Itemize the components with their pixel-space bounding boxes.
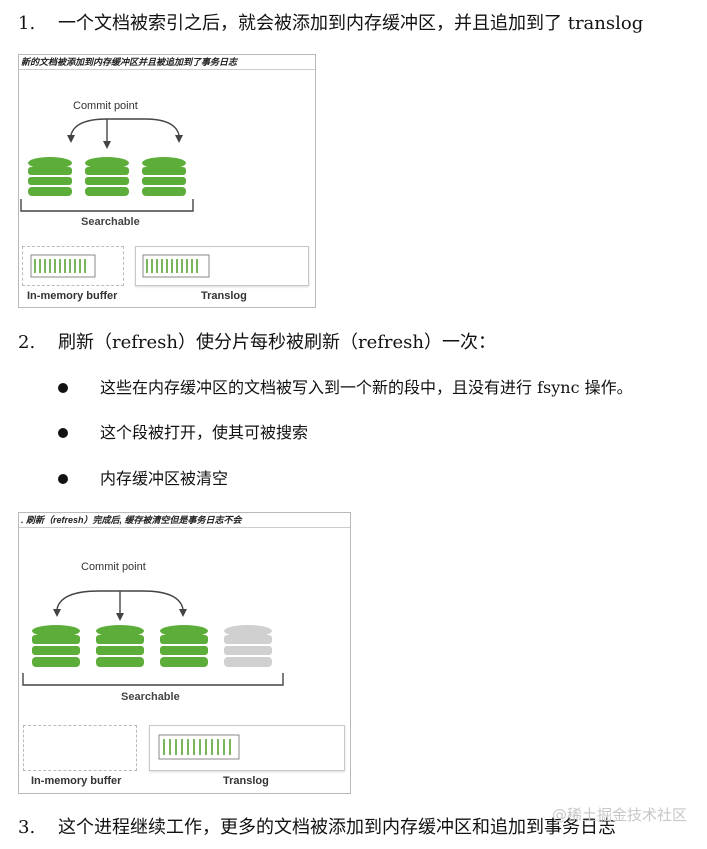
step-text: 这个进程继续工作，更多的文档被添加到内存缓冲区和追加到事务日志 (58, 817, 616, 838)
figure-caption: 新的文档被添加到内存缓冲区并且被追加到了事务日志 (21, 57, 238, 67)
caption-divider (19, 69, 315, 70)
bullet-icon (58, 428, 68, 438)
figure-new-doc-added: 新的文档被添加到内存缓冲区并且被追加到了事务日志 (18, 54, 316, 308)
figure-caption: . 刷新（refresh）完成后, 缓存被清空但是事务日志不会 (21, 515, 242, 525)
searchable-label: Searchable (81, 216, 140, 228)
translog-label: Translog (223, 775, 269, 787)
caption-divider (19, 527, 350, 528)
document-stack-icon (142, 254, 210, 278)
in-memory-buffer-label: In-memory buffer (31, 775, 122, 787)
step-1: 1. 一个文档被索引之后，就会被添加到内存缓冲区，并且追加到了 translog (18, 12, 707, 36)
in-memory-buffer-label: In-memory buffer (27, 290, 118, 302)
step-2: 2. 刷新（refresh）使分片每秒被刷新（refresh）一次： (18, 331, 618, 355)
document-stack-icon (158, 734, 240, 760)
step-number: 3. (18, 817, 36, 838)
translog-label: Translog (201, 290, 247, 302)
segment-icon (160, 625, 208, 667)
bullet-text: 这些在内存缓冲区的文档被写入到一个新的段中，且没有进行 fsync 操作。 (100, 378, 633, 397)
commit-point-label: Commit point (81, 561, 146, 573)
commit-diagram (20, 118, 210, 278)
commit-arrows-icon (56, 590, 184, 615)
searchable-bracket (20, 199, 194, 212)
step-number: 2. (18, 332, 36, 353)
step-3: 3. 这个进程继续工作，更多的文档被添加到内存缓冲区和追加到事务日志 (18, 816, 698, 840)
new-segment-icon (224, 625, 272, 667)
bullet-icon (58, 474, 68, 484)
translog-box (149, 725, 345, 771)
bullet-item: 这些在内存缓冲区的文档被写入到一个新的段中，且没有进行 fsync 操作。 (58, 377, 698, 399)
document-stack-icon (30, 254, 96, 278)
commit-point-label: Commit point (73, 100, 138, 112)
commit-diagram (22, 590, 284, 760)
bullet-item: 这个段被打开，使其可被搜索 (58, 422, 698, 444)
segment-icon (28, 157, 72, 196)
bullet-text: 内存缓冲区被清空 (100, 469, 229, 488)
step-text: 刷新（refresh）使分片每秒被刷新（refresh）一次： (58, 332, 497, 353)
bullet-text: 这个段被打开，使其可被搜索 (100, 423, 309, 442)
bullet-icon (58, 383, 68, 393)
segment-icon (85, 157, 129, 196)
segment-icon (96, 625, 144, 667)
commit-arrows-icon (70, 118, 180, 143)
in-memory-buffer-box (22, 246, 124, 286)
searchable-label: Searchable (121, 691, 180, 703)
step-number: 1. (18, 13, 36, 34)
figure-after-refresh: . 刷新（refresh）完成后, 缓存被清空但是事务日志不会 (18, 512, 351, 794)
segment-icon (142, 157, 186, 196)
step-text: 一个文档被索引之后，就会被添加到内存缓冲区，并且追加到了 translog (58, 13, 644, 34)
bullet-item: 内存缓冲区被清空 (58, 468, 698, 490)
searchable-bracket (22, 673, 284, 686)
translog-box (135, 246, 309, 286)
segment-icon (32, 625, 80, 667)
in-memory-buffer-box (23, 725, 137, 771)
watermark: @稀土掘金技术社区 (551, 806, 687, 824)
